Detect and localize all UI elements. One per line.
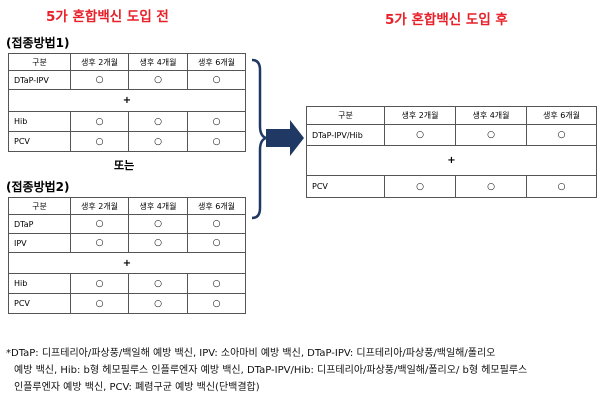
table-header-row: 구분 생후 2개월 생후 4개월 생후 6개월 [8, 53, 246, 71]
table-row: DTaP-IPV ○ ○ ○ [8, 70, 246, 90]
dose-mark: ○ [187, 131, 246, 152]
table-row: PCV ○ ○ ○ [8, 131, 246, 152]
plus-row: + [306, 145, 597, 176]
dose-mark: ○ [128, 111, 188, 132]
dose-mark: ○ [70, 293, 129, 314]
dose-mark: ○ [70, 214, 129, 234]
footnote-line: 인플루엔자 예방 백신, PCV: 폐렴구균 예방 백신(단백결합) [14, 382, 260, 393]
header-cell: 구분 [306, 106, 385, 125]
header-cell: 생후 4개월 [128, 53, 188, 71]
table-header-row: 구분 생후 2개월 생후 4개월 생후 6개월 [8, 197, 246, 215]
header-cell: 생후 2개월 [384, 106, 456, 125]
vaccine-name: DTaP-IPV [8, 70, 71, 90]
plus-sign: + [8, 252, 246, 274]
arrow-right-icon [266, 120, 304, 156]
after-title: 5가 혼합백신 도입 후 [385, 12, 508, 28]
footnote-line: 예방 백신, Hib: b형 헤모필루스 인플루엔자 예방 백신, DTaP-I… [14, 365, 528, 376]
vaccine-name: Hib [8, 111, 71, 132]
table-row: DTaP-IPV/Hib ○ ○ ○ [306, 124, 597, 146]
header-cell: 구분 [8, 53, 71, 71]
plus-sign: + [306, 145, 597, 176]
dose-mark: ○ [187, 214, 246, 234]
vaccine-name: PCV [8, 131, 71, 152]
dose-mark: ○ [187, 293, 246, 314]
dose-mark: ○ [384, 175, 456, 198]
before-title: 5가 혼합백신 도입 전 [46, 9, 169, 25]
dose-mark: ○ [187, 233, 246, 253]
header-cell: 생후 6개월 [187, 197, 246, 215]
dose-mark: ○ [70, 273, 129, 294]
dose-mark: ○ [384, 124, 456, 146]
vaccine-name: PCV [8, 293, 71, 314]
vaccine-name: PCV [306, 175, 385, 198]
dose-mark: ○ [455, 175, 527, 198]
or-text: 또는 [114, 159, 135, 172]
footnote: *DTaP: 디프테리아/파상풍/백일해 예방 백신, IPV: 소아마비 예방… [6, 345, 598, 396]
header-cell: 생후 4개월 [128, 197, 188, 215]
header-cell: 생후 4개월 [455, 106, 527, 125]
header-cell: 생후 2개월 [70, 197, 129, 215]
footnote-line: *DTaP: 디프테리아/파상풍/백일해 예방 백신, IPV: 소아마비 예방… [6, 348, 496, 359]
plus-sign: + [8, 89, 246, 112]
dose-mark: ○ [128, 293, 188, 314]
header-cell: 생후 6개월 [526, 106, 597, 125]
method1-table: 구분 생후 2개월 생후 4개월 생후 6개월 DTaP-IPV ○ ○ ○ +… [8, 53, 246, 152]
brace-icon [251, 58, 270, 220]
table-row: Hib ○ ○ ○ [8, 111, 246, 132]
plus-row: + [8, 252, 246, 274]
dose-mark: ○ [128, 214, 188, 234]
header-cell: 생후 2개월 [70, 53, 129, 71]
dose-mark: ○ [455, 124, 527, 146]
dose-mark: ○ [128, 70, 188, 90]
table-row: PCV ○ ○ ○ [8, 293, 246, 314]
dose-mark: ○ [70, 111, 129, 132]
header-cell: 생후 6개월 [187, 53, 246, 71]
vaccine-name: IPV [8, 233, 71, 253]
method2-table: 구분 생후 2개월 생후 4개월 생후 6개월 DTaP ○ ○ ○ IPV ○… [8, 197, 246, 314]
dose-mark: ○ [187, 111, 246, 132]
vaccine-name: Hib [8, 273, 71, 294]
vaccine-name: DTaP [8, 214, 71, 234]
dose-mark: ○ [70, 131, 129, 152]
table-row: IPV ○ ○ ○ [8, 233, 246, 253]
dose-mark: ○ [187, 273, 246, 294]
dose-mark: ○ [187, 70, 246, 90]
dose-mark: ○ [128, 131, 188, 152]
table-row: DTaP ○ ○ ○ [8, 214, 246, 234]
dose-mark: ○ [526, 124, 597, 146]
dose-mark: ○ [70, 70, 129, 90]
vaccine-name: DTaP-IPV/Hib [306, 124, 385, 146]
dose-mark: ○ [128, 273, 188, 294]
method1-label: (접종방법1) [6, 36, 70, 50]
table-header-row: 구분 생후 2개월 생후 4개월 생후 6개월 [306, 106, 597, 125]
dose-mark: ○ [70, 233, 129, 253]
bracket-arrow-graphic [251, 58, 304, 220]
table-row: Hib ○ ○ ○ [8, 273, 246, 294]
after-table: 구분 생후 2개월 생후 4개월 생후 6개월 DTaP-IPV/Hib ○ ○… [306, 106, 597, 198]
header-cell: 구분 [8, 197, 71, 215]
plus-row: + [8, 89, 246, 112]
dose-mark: ○ [128, 233, 188, 253]
dose-mark: ○ [526, 175, 597, 198]
method2-label: (접종방법2) [6, 180, 70, 194]
table-row: PCV ○ ○ ○ [306, 175, 597, 198]
